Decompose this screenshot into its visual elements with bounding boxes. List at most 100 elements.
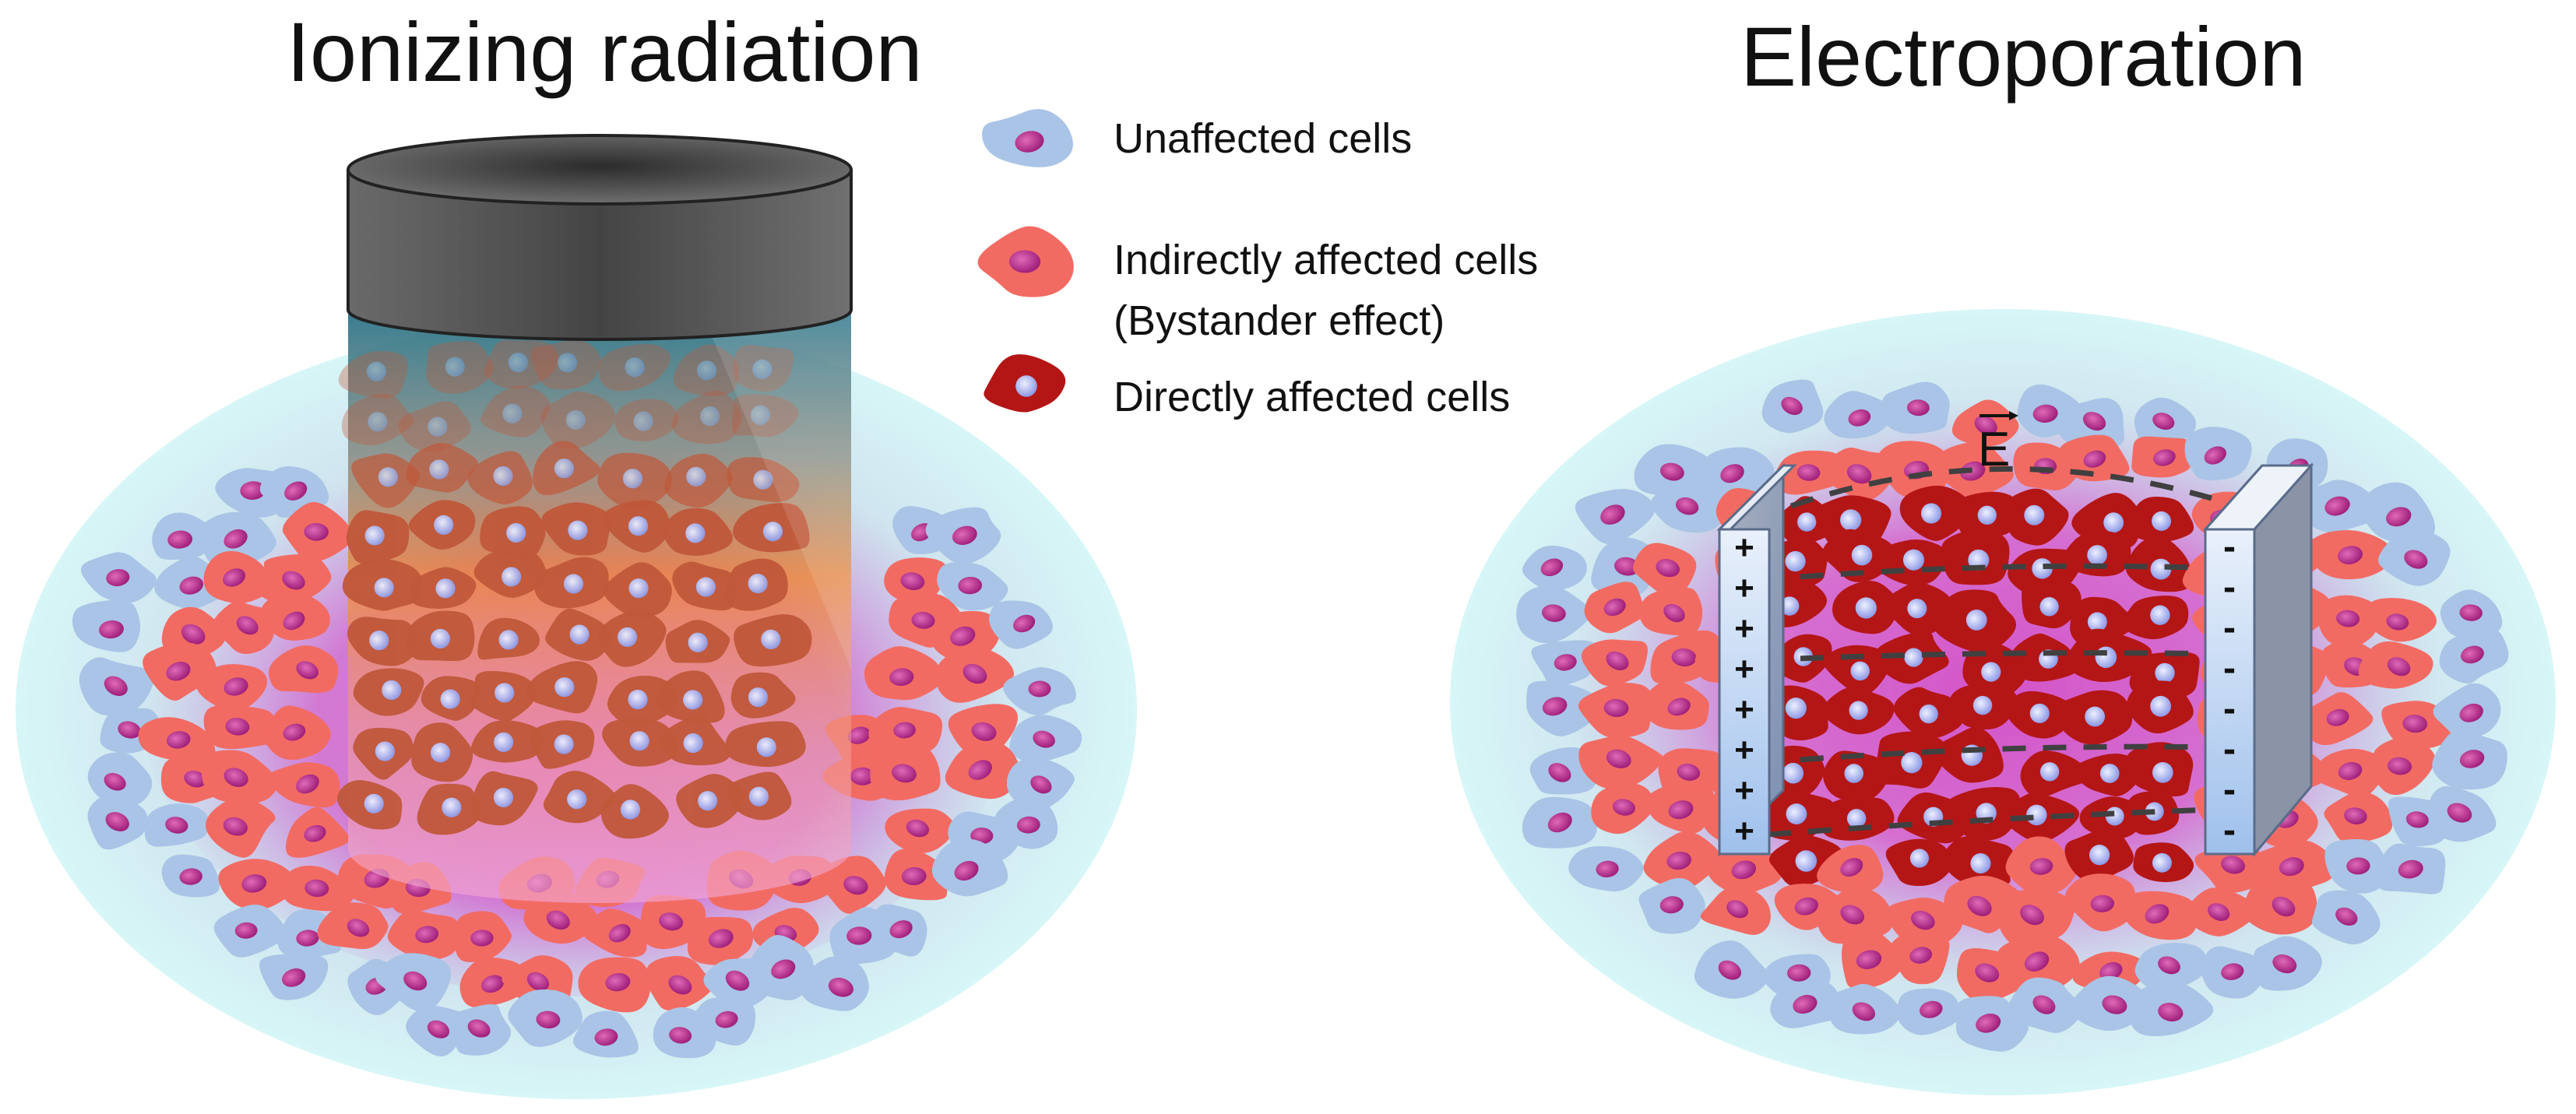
field-line-1: [1789, 466, 2212, 509]
legend-icons: [977, 109, 1074, 413]
unaffected-cell: [80, 552, 157, 603]
radiation-source: [347, 134, 853, 341]
unaffected-cell: [2007, 977, 2083, 1033]
irradiated-cell: [727, 457, 800, 502]
direct-cell: [1942, 836, 2014, 887]
indirect-cell: [2065, 873, 2135, 932]
unaffected-cell: [799, 956, 869, 1011]
unaffected-cell: [1526, 680, 1598, 736]
irradiated-cell: [342, 559, 423, 611]
irradiated-cell: [533, 441, 600, 496]
irradiated-cell: [480, 385, 551, 438]
minus-sign: -: [2223, 769, 2236, 810]
unaffected-cell: [1522, 796, 1598, 849]
indirect-cell: [1706, 846, 1782, 895]
unaffected-cell: [79, 657, 154, 716]
indirect-cell: [945, 741, 1021, 799]
unaffected-cell: [508, 989, 582, 1047]
unaffected-cell: [152, 512, 216, 561]
direct-cell: [1832, 581, 1899, 634]
irradiated-cell: [530, 720, 595, 769]
indirect-cell: [195, 664, 268, 712]
unaffected-cell: [925, 507, 1001, 564]
direct-cell: [2124, 742, 2194, 797]
irradiated-cell: [673, 344, 739, 396]
direct-cell: [1823, 750, 1888, 803]
irradiated-cell: [732, 394, 799, 438]
direct-cell: [1893, 687, 1964, 740]
unaffected-cell: [2324, 838, 2393, 894]
unaffected-cell: [1522, 545, 1587, 591]
irradiated-cell: [406, 443, 478, 493]
irradiated-cell: [614, 399, 679, 441]
indirect-cell: [269, 645, 339, 694]
indirect-cell: [2131, 436, 2194, 478]
minus-sign: -: [2223, 567, 2236, 608]
irradiated-cell: [655, 670, 725, 723]
irradiated-cell: [351, 453, 421, 508]
unaffected-cell: [2253, 936, 2322, 991]
indirect-cell: [2242, 878, 2317, 935]
unaffected-cell: [2311, 890, 2381, 945]
unaffected-cell: [2298, 480, 2377, 533]
direct-cell: [1821, 796, 1895, 841]
minus-sign: -: [2223, 526, 2236, 568]
irradiated-cell: [353, 668, 424, 716]
irradiated-cell: [526, 661, 598, 714]
unaffected-cell: [2377, 529, 2451, 586]
indirect-cell: [864, 646, 943, 701]
irradiated-cell: [426, 341, 494, 394]
unaffected-cell: [2128, 982, 2214, 1037]
indirect-cell: [459, 957, 528, 1008]
irradiated-cell: [406, 610, 475, 662]
indirect-cell: [203, 705, 278, 750]
direct-cell: [2007, 488, 2069, 546]
direct-cell: [1873, 631, 1949, 684]
minus-sign: -: [2223, 648, 2236, 689]
indirect-cell: [2324, 791, 2393, 844]
irradiated-cell: [543, 771, 615, 824]
unaffected-cell: [2432, 730, 2507, 790]
plus-sign: +: [1734, 610, 1754, 648]
unaffected-cell: [1881, 381, 1950, 434]
indirect-cell: [2301, 692, 2374, 746]
indirect-cell: [1951, 399, 2019, 447]
irradiated-cell: [660, 715, 730, 766]
irradiated-cell: [471, 720, 544, 763]
indirect-cell: [282, 501, 354, 562]
irradiated-cell: [598, 343, 670, 392]
irradiated-cell: [540, 391, 615, 449]
indirect-cell: [281, 865, 354, 912]
indirect-cell: [1817, 845, 1884, 894]
irradiated-cell: [730, 672, 796, 719]
irradiated-cell: [734, 614, 812, 667]
unaffected-cell: [2439, 627, 2509, 684]
plus-signs: ++++++++: [1734, 529, 1754, 850]
direct-cell: [1933, 589, 2016, 652]
irradiated-cell: [725, 558, 788, 611]
unaffected-cell: [1531, 640, 1597, 687]
minus-sign: -: [2223, 607, 2236, 648]
irradiated-cell: [727, 771, 792, 821]
direct-cell: [2005, 691, 2077, 739]
indirect-cell: [1581, 639, 1648, 687]
indirect-cell: [1774, 450, 1843, 495]
unaffected-cell: [144, 803, 209, 847]
indirect-cell: [263, 705, 331, 761]
unaffected-cell: [2428, 785, 2497, 842]
indirect-cell: [868, 707, 943, 757]
indirect-cell: [2124, 891, 2199, 940]
indirect-cell: [2366, 598, 2437, 642]
indirect-cell: [1888, 929, 1950, 985]
indirect-cell: [259, 590, 330, 641]
unaffected-cell: [1698, 447, 1775, 504]
direct-cell: [1899, 485, 1975, 541]
irradiated-cell: [421, 676, 480, 721]
beam-cells: [337, 339, 812, 839]
irradiated-cell: [530, 339, 601, 390]
unaffected-cell: [448, 1003, 512, 1056]
unaffected-cell: [259, 954, 329, 1000]
beam-highlight: [701, 310, 851, 669]
minus-sign: -: [2223, 810, 2236, 851]
unaffected-cell: [2134, 943, 2208, 993]
